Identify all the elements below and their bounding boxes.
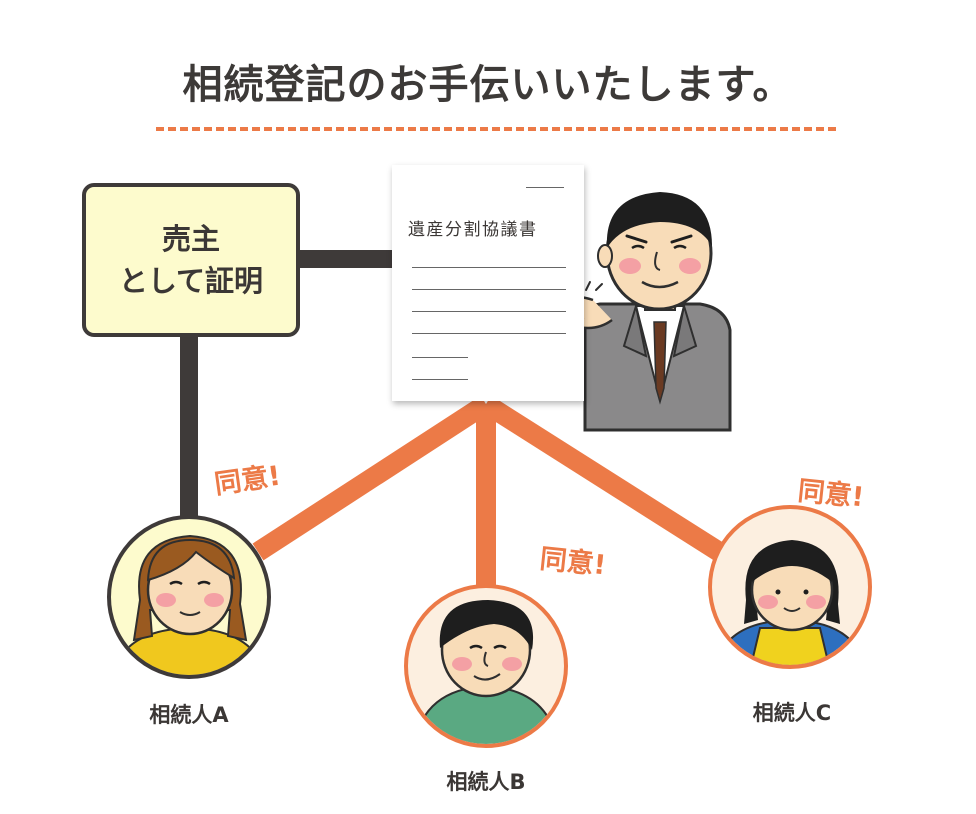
woman-apron-icon bbox=[708, 505, 872, 669]
heir-label-a: 相続人A bbox=[149, 703, 229, 727]
document-to-heir-c-connector bbox=[480, 395, 738, 569]
page-title: 相続登記のお手伝いいたします。 bbox=[182, 62, 794, 108]
document-to-heir-a-connector bbox=[252, 395, 492, 561]
doc-rule bbox=[412, 333, 566, 334]
doc-rule bbox=[412, 379, 468, 380]
doc-rule bbox=[412, 357, 468, 358]
seller-box-line1: 売主 bbox=[161, 221, 220, 256]
agreement-label-c: 同意! bbox=[796, 475, 866, 514]
doc-rule bbox=[412, 267, 566, 268]
doc-rule bbox=[412, 311, 566, 312]
doc-rule bbox=[526, 187, 564, 188]
document-title: 遺産分割協議書 bbox=[408, 220, 538, 240]
businessman-icon bbox=[561, 192, 732, 432]
seller-certification-box: 売主 として証明 bbox=[82, 183, 300, 337]
seller-box-line2: として証明 bbox=[118, 264, 264, 298]
agreement-label-b: 同意! bbox=[538, 543, 608, 582]
inheritance-agreement-document: 遺産分割協議書 bbox=[392, 165, 584, 401]
heir-label-b: 相続人B bbox=[446, 770, 526, 794]
woman-long-hair-icon bbox=[107, 515, 271, 679]
title-underline bbox=[156, 127, 836, 131]
doc-rule bbox=[412, 289, 566, 290]
man-icon bbox=[404, 584, 568, 748]
heir-label-c: 相続人C bbox=[752, 701, 832, 725]
